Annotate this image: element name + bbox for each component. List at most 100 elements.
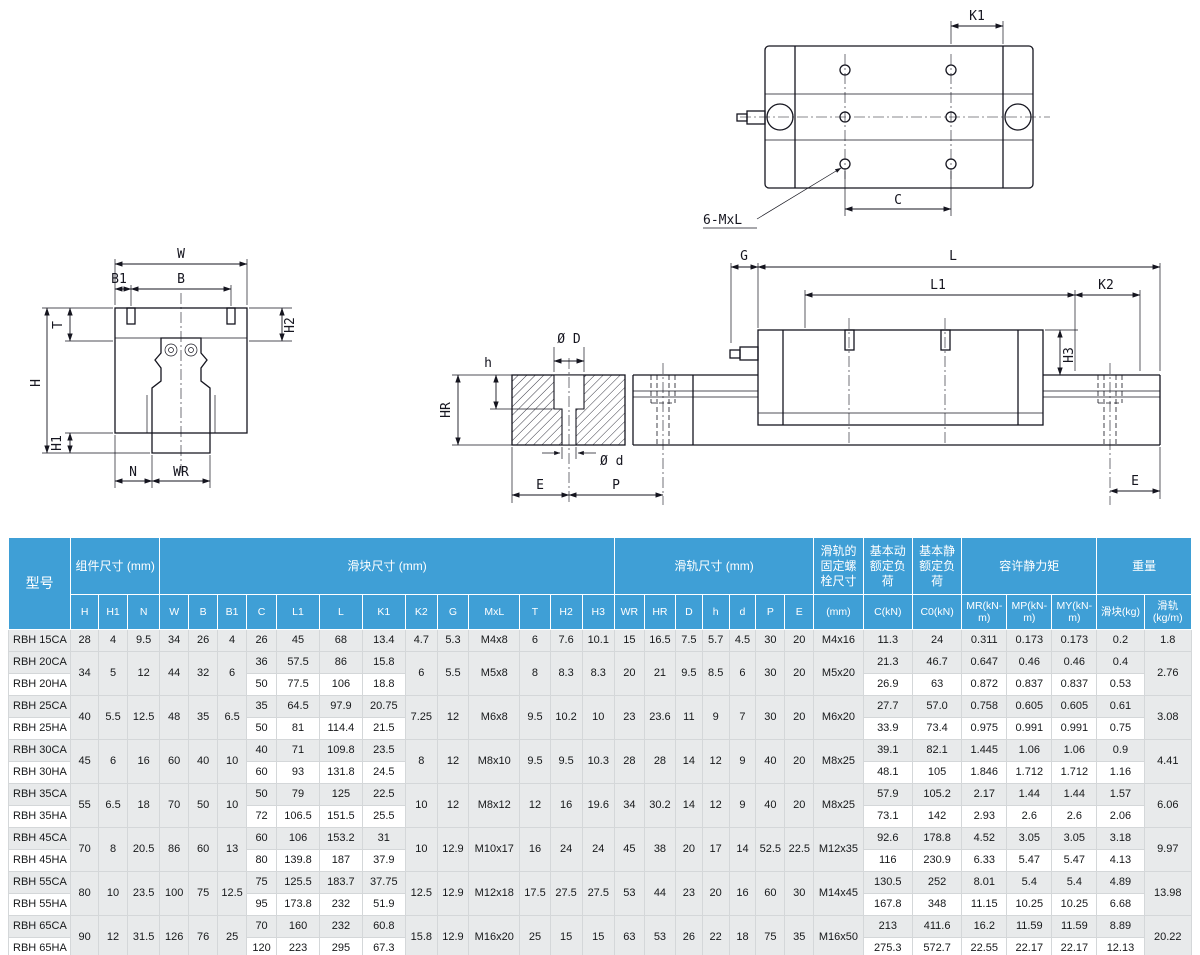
value-cell: 32 (188, 651, 219, 696)
column-header: C0(kN) (911, 594, 963, 630)
value-cell: 0.605 (1051, 695, 1098, 718)
value-cell: 21 (643, 651, 676, 696)
rail-weight-cell: 3.08 (1143, 695, 1193, 740)
dim-label-k1: K1 (969, 9, 985, 24)
value-cell: 230.9 (911, 849, 963, 872)
value-cell: 0.173 (1051, 629, 1098, 652)
carriage-side-outline (757, 329, 1044, 426)
value-cell: 0.173 (1006, 629, 1053, 652)
value-cell: 20 (701, 871, 730, 916)
value-cell: M12x18 (468, 871, 521, 916)
value-cell: 130.5 (862, 871, 913, 894)
value-cell: 12 (701, 783, 730, 828)
value-cell: M8x10 (468, 739, 521, 784)
value-cell: 28 (613, 739, 645, 784)
rail-profile (151, 337, 211, 454)
value-cell: 10 (217, 739, 248, 784)
value-cell: 31 (361, 827, 406, 850)
end-cap-hole (1004, 103, 1032, 131)
rail-weight-cell: 2.76 (1143, 651, 1193, 696)
value-cell: 18.8 (361, 673, 406, 696)
value-cell: 28 (643, 739, 676, 784)
value-cell: 120 (246, 937, 278, 955)
value-cell: 40 (755, 783, 786, 828)
dim-label-phi-d-lower: Ø d (600, 454, 623, 469)
dim-label-h3: H3 (1062, 347, 1077, 363)
carriage-outline (114, 307, 248, 434)
value-cell: 1.57 (1096, 783, 1145, 806)
value-cell: 10 (404, 827, 438, 872)
value-cell: 23 (674, 871, 703, 916)
value-cell: 9.5 (549, 739, 583, 784)
value-cell: 60 (246, 827, 278, 850)
value-cell: 10.25 (1051, 893, 1098, 916)
value-cell: 21.5 (361, 717, 406, 740)
value-cell: 22.17 (1006, 937, 1053, 955)
value-cell: 232 (318, 893, 363, 916)
value-cell: 77.5 (276, 673, 320, 696)
value-cell: 12.13 (1096, 937, 1145, 955)
dim-label-w: W (177, 247, 185, 262)
value-cell: 10 (98, 871, 129, 916)
value-cell: 67.3 (361, 937, 406, 955)
dim-label-e-left: E (536, 478, 544, 493)
grease-nipple (746, 110, 766, 125)
value-cell: 55 (70, 783, 100, 828)
value-cell: 75 (188, 871, 219, 916)
value-cell: 60 (246, 761, 278, 784)
value-cell: 12.5 (217, 871, 248, 916)
value-cell: 63 (613, 915, 645, 955)
rail-weight-cell: 13.98 (1143, 871, 1193, 916)
value-cell: 34 (159, 629, 190, 652)
value-cell: M5x8 (468, 651, 521, 696)
model-cell: RBH 20HA (7, 673, 72, 696)
value-cell: 0.991 (1006, 717, 1053, 740)
value-cell: 3.05 (1051, 827, 1098, 850)
value-cell: 105.2 (911, 783, 963, 806)
value-cell: 20.75 (361, 695, 406, 718)
value-cell: 35 (246, 695, 278, 718)
value-cell: 97.9 (318, 695, 363, 718)
value-cell: 25 (217, 915, 248, 955)
grease-nipple-tip (736, 113, 748, 122)
column-header: MR(kN-m) (961, 594, 1008, 630)
column-header: T (519, 594, 551, 630)
value-cell: 25 (519, 915, 551, 955)
value-cell: 22.17 (1051, 937, 1098, 955)
value-cell: 18 (127, 783, 161, 828)
dim-label-e-right: E (1131, 474, 1139, 489)
value-cell: 8.89 (1096, 915, 1145, 938)
value-cell: 73.4 (911, 717, 963, 740)
value-cell: 21.3 (862, 651, 913, 674)
value-cell: 7.25 (404, 695, 438, 740)
dim-label-k2: K2 (1098, 278, 1114, 293)
value-cell: 275.3 (862, 937, 913, 955)
value-cell: 1.846 (961, 761, 1008, 784)
value-cell: 6 (404, 651, 438, 696)
value-cell: 16.5 (643, 629, 676, 652)
column-header: WR (613, 594, 645, 630)
value-cell: 60.8 (361, 915, 406, 938)
value-cell: 48.1 (862, 761, 913, 784)
value-cell: M6x8 (468, 695, 521, 740)
value-cell: 106.5 (276, 805, 320, 828)
spec-table-wrap: 型号组件尺寸 (mm)滑块尺寸 (mm)滑轨尺寸 (mm)滑轨的固定螺栓尺寸基本… (7, 537, 1193, 955)
value-cell: 52.5 (755, 827, 786, 872)
value-cell: 18 (728, 915, 757, 955)
value-cell: 80 (246, 849, 278, 872)
grease-nipple-tip (729, 349, 741, 359)
value-cell: 57.5 (276, 651, 320, 674)
value-cell: 2.17 (961, 783, 1008, 806)
value-cell: 60 (159, 739, 190, 784)
value-cell: 27.7 (862, 695, 913, 718)
value-cell: 8.01 (961, 871, 1008, 894)
value-cell: 178.8 (911, 827, 963, 850)
dim-label-c: C (894, 193, 902, 208)
value-cell: 13 (217, 827, 248, 872)
value-cell: 53 (643, 915, 676, 955)
value-cell: 26.9 (862, 673, 913, 696)
